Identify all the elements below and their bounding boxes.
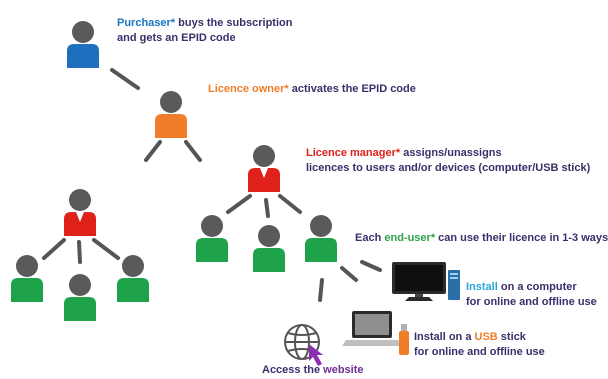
licence-hierarchy-diagram: [11, 21, 460, 366]
purchaser-key: Purchaser*: [117, 17, 176, 29]
licence-manager-person-icon: [248, 145, 280, 192]
computer-line2: for online and offline use: [466, 296, 597, 308]
owner-key: Licence owner*: [208, 83, 289, 95]
owner-rest: activates the EPID code: [288, 83, 416, 95]
end-user-label: Each end-user* can use their licence in …: [355, 231, 608, 246]
install-computer-label: Install on a computer for online and off…: [466, 280, 597, 310]
desktop-computer-icon: [392, 262, 460, 301]
usb-prefix: Install on a: [414, 331, 475, 343]
end-user-person-icon: [64, 274, 96, 321]
licence-owner-label: Licence owner* activates the EPID code: [208, 82, 416, 97]
access-website-label: Access the website: [262, 363, 364, 378]
website-prefix: Access the: [262, 364, 324, 376]
laptop-icon: [342, 311, 402, 346]
end-user-person-icon: [305, 215, 337, 262]
licence-manager-person-icon: [64, 189, 96, 236]
computer-key: Install: [466, 281, 498, 293]
enduser-rest: can use their licence in 1-3 ways: [435, 232, 608, 244]
purchaser-rest: buys the subscription: [175, 17, 293, 29]
connector-lines: [42, 68, 382, 302]
usb-line2: for online and offline use: [414, 346, 545, 358]
cursor-arrow-icon: [309, 344, 323, 366]
website-key: website: [323, 364, 364, 376]
purchaser-label: Purchaser* buys the subscription and get…: [117, 16, 292, 46]
install-usb-label: Install on a USB stick for online and of…: [414, 330, 545, 360]
licence-manager-label: Licence manager* assigns/unassigns licen…: [306, 146, 590, 176]
purchaser-line2: and gets an EPID code: [117, 32, 236, 44]
end-user-person-icon: [196, 215, 228, 262]
manager-rest: assigns/unassigns: [400, 147, 502, 159]
usb-stick-icon: [399, 324, 409, 355]
manager-key: Licence manager*: [306, 147, 401, 159]
purchaser-person-icon: [67, 21, 99, 68]
end-user-person-icon: [117, 255, 149, 302]
usb-key: USB: [474, 331, 498, 343]
globe-icon: [284, 324, 320, 360]
end-user-person-icon: [11, 255, 43, 302]
licence-owner-person-icon: [155, 91, 187, 138]
computer-rest: on a computer: [497, 281, 577, 293]
enduser-key: end-user*: [384, 232, 436, 244]
usb-rest: stick: [497, 331, 526, 343]
end-user-person-icon: [253, 225, 285, 272]
enduser-prefix: Each: [355, 232, 385, 244]
manager-line2: licences to users and/or devices (comput…: [306, 162, 591, 174]
